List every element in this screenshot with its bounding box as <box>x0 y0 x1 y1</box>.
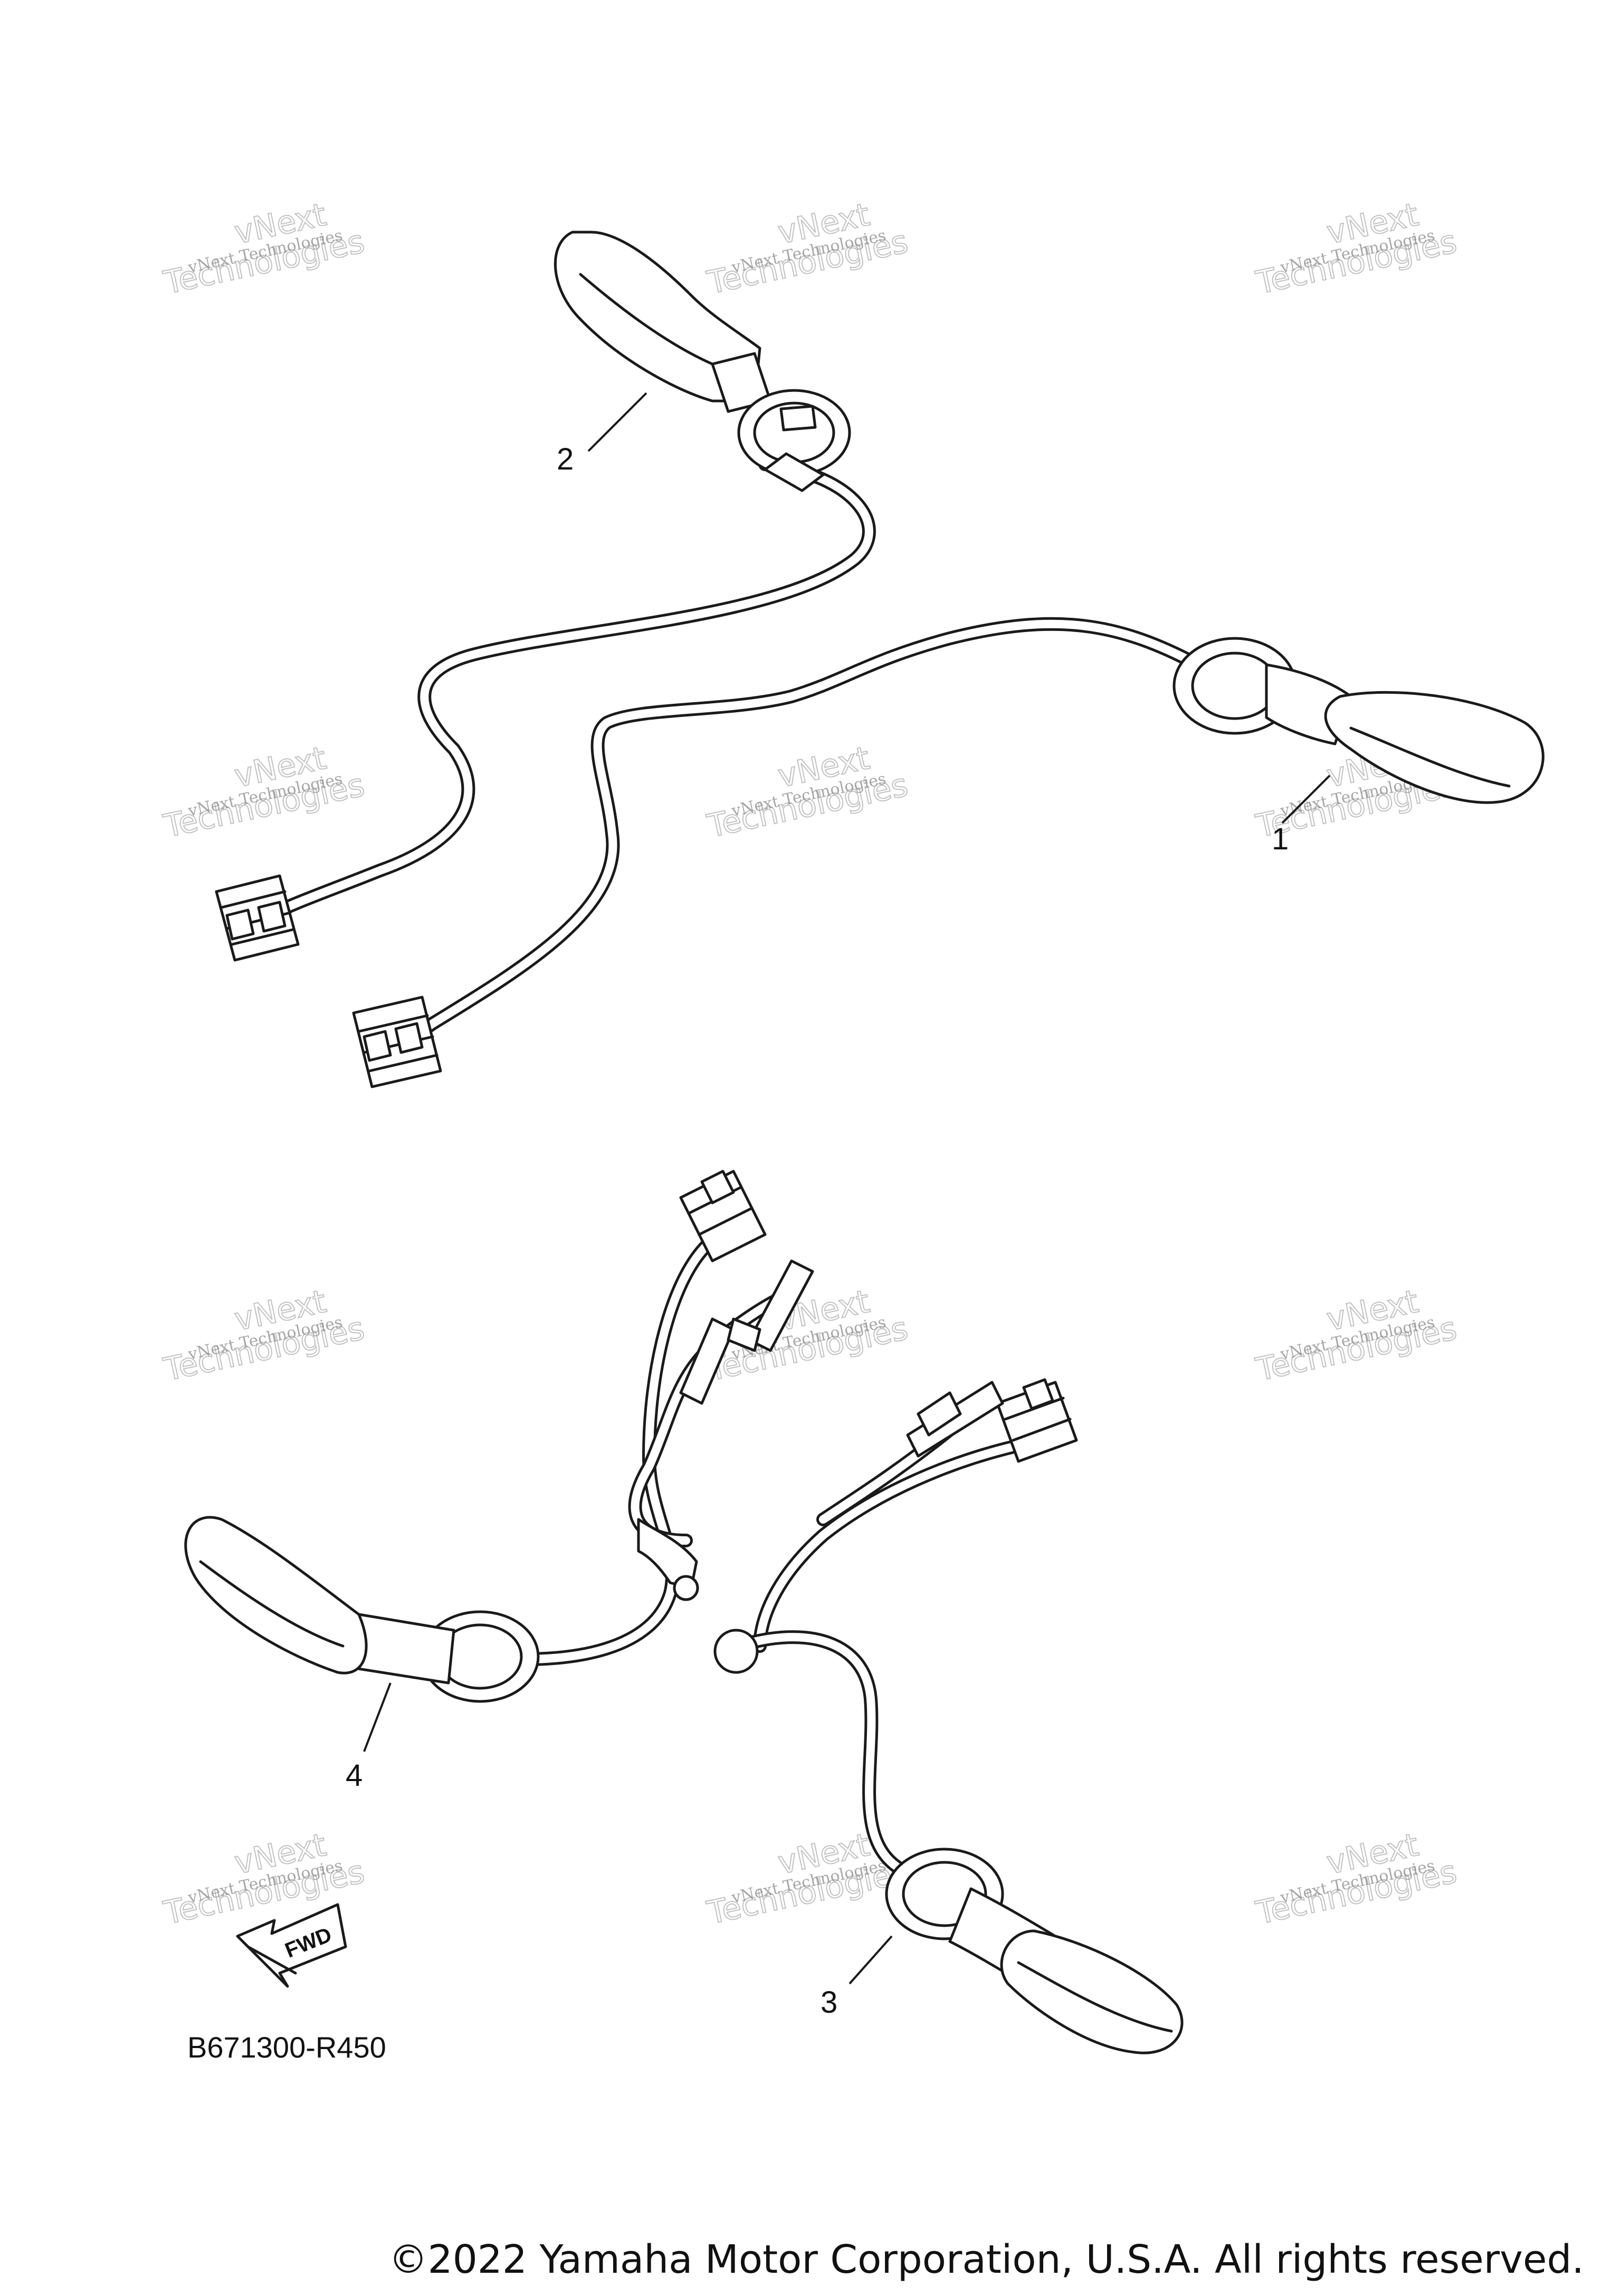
part-4-connector <box>679 1170 767 1262</box>
fwd-arrow-icon: FWD <box>236 1903 347 1988</box>
part-4-bullet-terminals <box>679 1259 814 1405</box>
part-4-turn-signal-rear-left[interactable] <box>184 1170 814 1752</box>
part-3-connector <box>996 1378 1078 1463</box>
part-3-bullet-terminals <box>906 1381 1004 1458</box>
callout-4: 4 <box>346 1758 363 1793</box>
callout-2: 2 <box>557 442 574 476</box>
part-2-turn-signal-front-left[interactable] <box>215 231 876 962</box>
part-3-turn-signal-rear-right[interactable] <box>713 1378 1184 2054</box>
part-2-connector <box>215 874 300 962</box>
diagram-code: B671300-R450 <box>187 2031 386 2064</box>
callout-1: 1 <box>1272 822 1289 856</box>
part-1-connector <box>352 996 442 1088</box>
part-1-turn-signal-front-right[interactable] <box>352 617 1544 1088</box>
callout-3: 3 <box>821 1985 837 2020</box>
copyright-notice: ©2022 Yamaha Motor Corporation, U.S.A. A… <box>388 2237 1584 2282</box>
